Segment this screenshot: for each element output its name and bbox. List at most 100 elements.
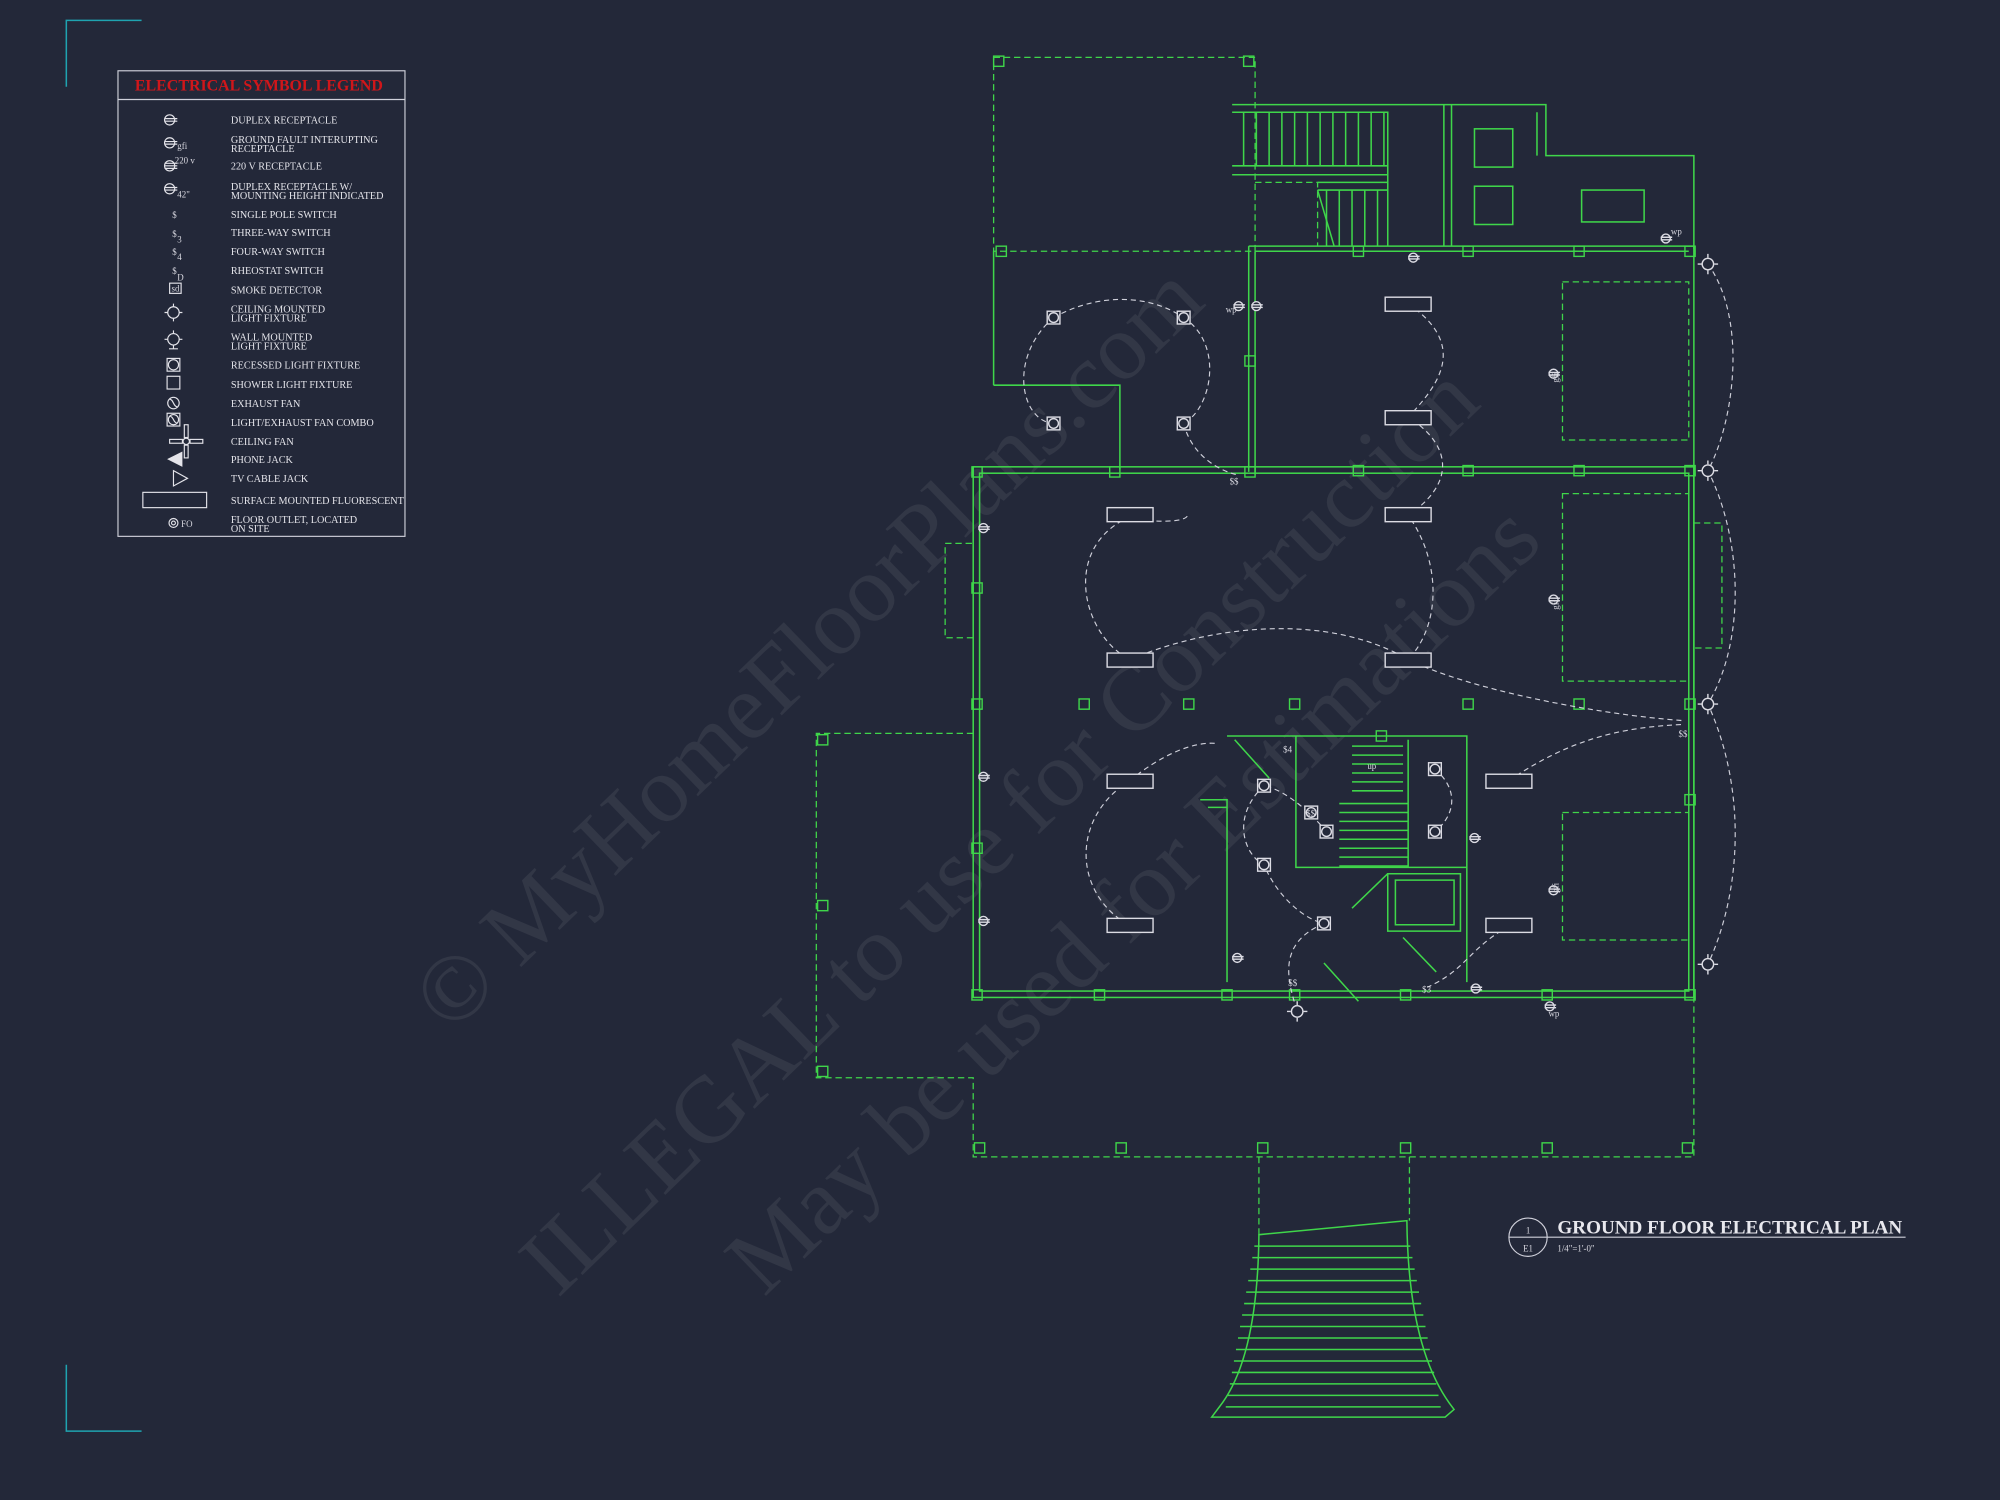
- column-post: [1108, 466, 1121, 478]
- duplex-receptacle: [1251, 300, 1263, 312]
- corner-mark-bottom-left: [65, 1364, 142, 1432]
- surface-fluorescent-fixture: [1106, 506, 1154, 523]
- column-post: [1573, 698, 1585, 710]
- switch-label: $4: [1283, 745, 1292, 755]
- porches: [815, 732, 1695, 1158]
- legend-frame: [117, 70, 406, 537]
- column-post: [1684, 989, 1696, 1001]
- surface-fluorescent-fixture: [1384, 652, 1432, 668]
- svg-text:gfi: gfi: [1551, 882, 1561, 892]
- column-post: [1399, 989, 1412, 1001]
- svg-text:gfi: gfi: [1551, 372, 1561, 382]
- column-post: [1684, 698, 1696, 710]
- svg-text:gfi: gfi: [177, 141, 187, 151]
- switch-label: $3: [1422, 984, 1431, 994]
- column-post: [1182, 698, 1195, 710]
- legend-label: SHOWER LIGHT FIXTURE: [231, 380, 353, 391]
- column-post: [971, 989, 983, 1001]
- column-post: [1462, 464, 1474, 477]
- column-post: [1684, 245, 1696, 258]
- svg-text:4: 4: [177, 252, 182, 262]
- duplex-receptacle: [978, 522, 990, 534]
- recessed-light-fixture: [1256, 857, 1272, 872]
- legend-title: ELECTRICAL SYMBOL LEGEND: [135, 78, 383, 95]
- legend-label: FOUR-WAY SWITCH: [231, 247, 326, 258]
- legend-label: WALL MOUNTED: [231, 333, 312, 344]
- receptacle-height-icon: [163, 183, 178, 195]
- column-post: [816, 899, 829, 912]
- 220v-receptacle-icon: [163, 160, 178, 172]
- main-house-inner: [978, 472, 1690, 992]
- switch-label: $$: [1679, 729, 1688, 739]
- surface-fluorescent-fixture: [1106, 652, 1154, 668]
- corner-mark-top-left: [65, 19, 142, 87]
- recessed-light-fixture: [1046, 310, 1061, 325]
- surface-fluorescent-fixture: [1384, 506, 1432, 523]
- column-post: [971, 582, 983, 594]
- left-upper-room: [992, 251, 1121, 470]
- column-post: [1115, 1142, 1127, 1154]
- drawing-number: 1: [1526, 1225, 1530, 1235]
- duplex-receptacle-icon: [163, 114, 178, 126]
- column-post: [1573, 245, 1585, 258]
- sheet-number: E1: [1523, 1243, 1533, 1253]
- surface-fluorescent-fixture: [1384, 410, 1432, 426]
- rear-stair-block: [1232, 103, 1695, 249]
- column-post: [1681, 1142, 1694, 1154]
- legend-label: ON SITE: [231, 524, 270, 535]
- surface-fluorescent-fixture: [1485, 917, 1533, 934]
- column-post: [1221, 989, 1233, 1001]
- legend-label: PHONE JACK: [231, 455, 294, 466]
- legend-label: FLOOR OUTLET, LOCATED: [231, 515, 357, 526]
- column-post: [1462, 698, 1474, 710]
- phone-jack-icon: [167, 451, 183, 467]
- wall-light-fixture: [1697, 693, 1719, 715]
- wall-light-fixture: [1697, 253, 1719, 275]
- wall-light-fixture: [1697, 460, 1719, 481]
- surface-fluorescent-icon: [142, 491, 208, 509]
- surface-fluorescent-fixture: [1485, 773, 1533, 789]
- three-way-switch-icon: $: [172, 229, 177, 239]
- column-post: [1684, 464, 1696, 477]
- exhaust-fan-icon: [167, 396, 180, 410]
- svg-text:42": 42": [177, 190, 190, 200]
- drawing-scale: 1/4"=1'-0": [1557, 1243, 1595, 1253]
- surface-fluorescent-fixture: [1384, 296, 1432, 312]
- duplex-receptacle: [1232, 952, 1244, 964]
- recessed-light-fixture: [1176, 310, 1191, 325]
- column-post: [1288, 698, 1301, 710]
- legend-label: DUPLEX RECEPTACLE W/: [231, 182, 352, 193]
- recessed-light-fixture: [1316, 916, 1332, 931]
- duplex-receptacle: [978, 915, 990, 927]
- svg-text:D: D: [177, 273, 184, 283]
- rear-deck: [992, 56, 1256, 252]
- legend-label: DUPLEX RECEPTACLE: [231, 116, 337, 127]
- column-post: [1541, 1142, 1553, 1154]
- column-post: [1288, 989, 1301, 1001]
- legend-label: LIGHT/EXHAUST FAN COMBO: [231, 418, 374, 429]
- duplex-receptacle: [1548, 594, 1560, 605]
- drawing-title-block: 1 E1 GROUND FLOOR ELECTRICAL PLAN 1/4"=1…: [1508, 1217, 1906, 1257]
- legend-label: CEILING MOUNTED: [231, 304, 325, 315]
- legend-label: CEILING FAN: [231, 437, 295, 448]
- legend-label: MOUNTING HEIGHT INDICATED: [231, 191, 384, 202]
- svg-text:gfi: gfi: [1551, 599, 1561, 609]
- svg-text:FO: FO: [181, 519, 193, 529]
- column-post: [995, 245, 1008, 258]
- legend-label: RECEPTACLE: [231, 144, 295, 155]
- legend-label: EXHAUST FAN: [231, 399, 301, 410]
- legend-label: SINGLE POLE SWITCH: [231, 210, 337, 221]
- legend-label: THREE-WAY SWITCH: [231, 228, 331, 239]
- smoke-detector-icon: sd: [169, 282, 182, 294]
- column-post: [1684, 793, 1696, 806]
- switch-label: $$: [1230, 477, 1239, 487]
- column-post: [1244, 355, 1256, 367]
- symbol-legend: ELECTRICAL SYMBOL LEGEND gfi 220 v 42" $…: [117, 70, 406, 537]
- recessed-light-fixture: [1046, 416, 1061, 431]
- rheostat-switch-icon: $: [172, 266, 177, 276]
- drawing-title: GROUND FLOOR ELECTRICAL PLAN: [1557, 1217, 1902, 1238]
- single-pole-switch-glyph: $: [172, 210, 177, 220]
- gfi-receptacle-icon: [163, 137, 178, 149]
- duplex-receptacle: [1469, 832, 1481, 844]
- shower-light-icon: [166, 375, 181, 390]
